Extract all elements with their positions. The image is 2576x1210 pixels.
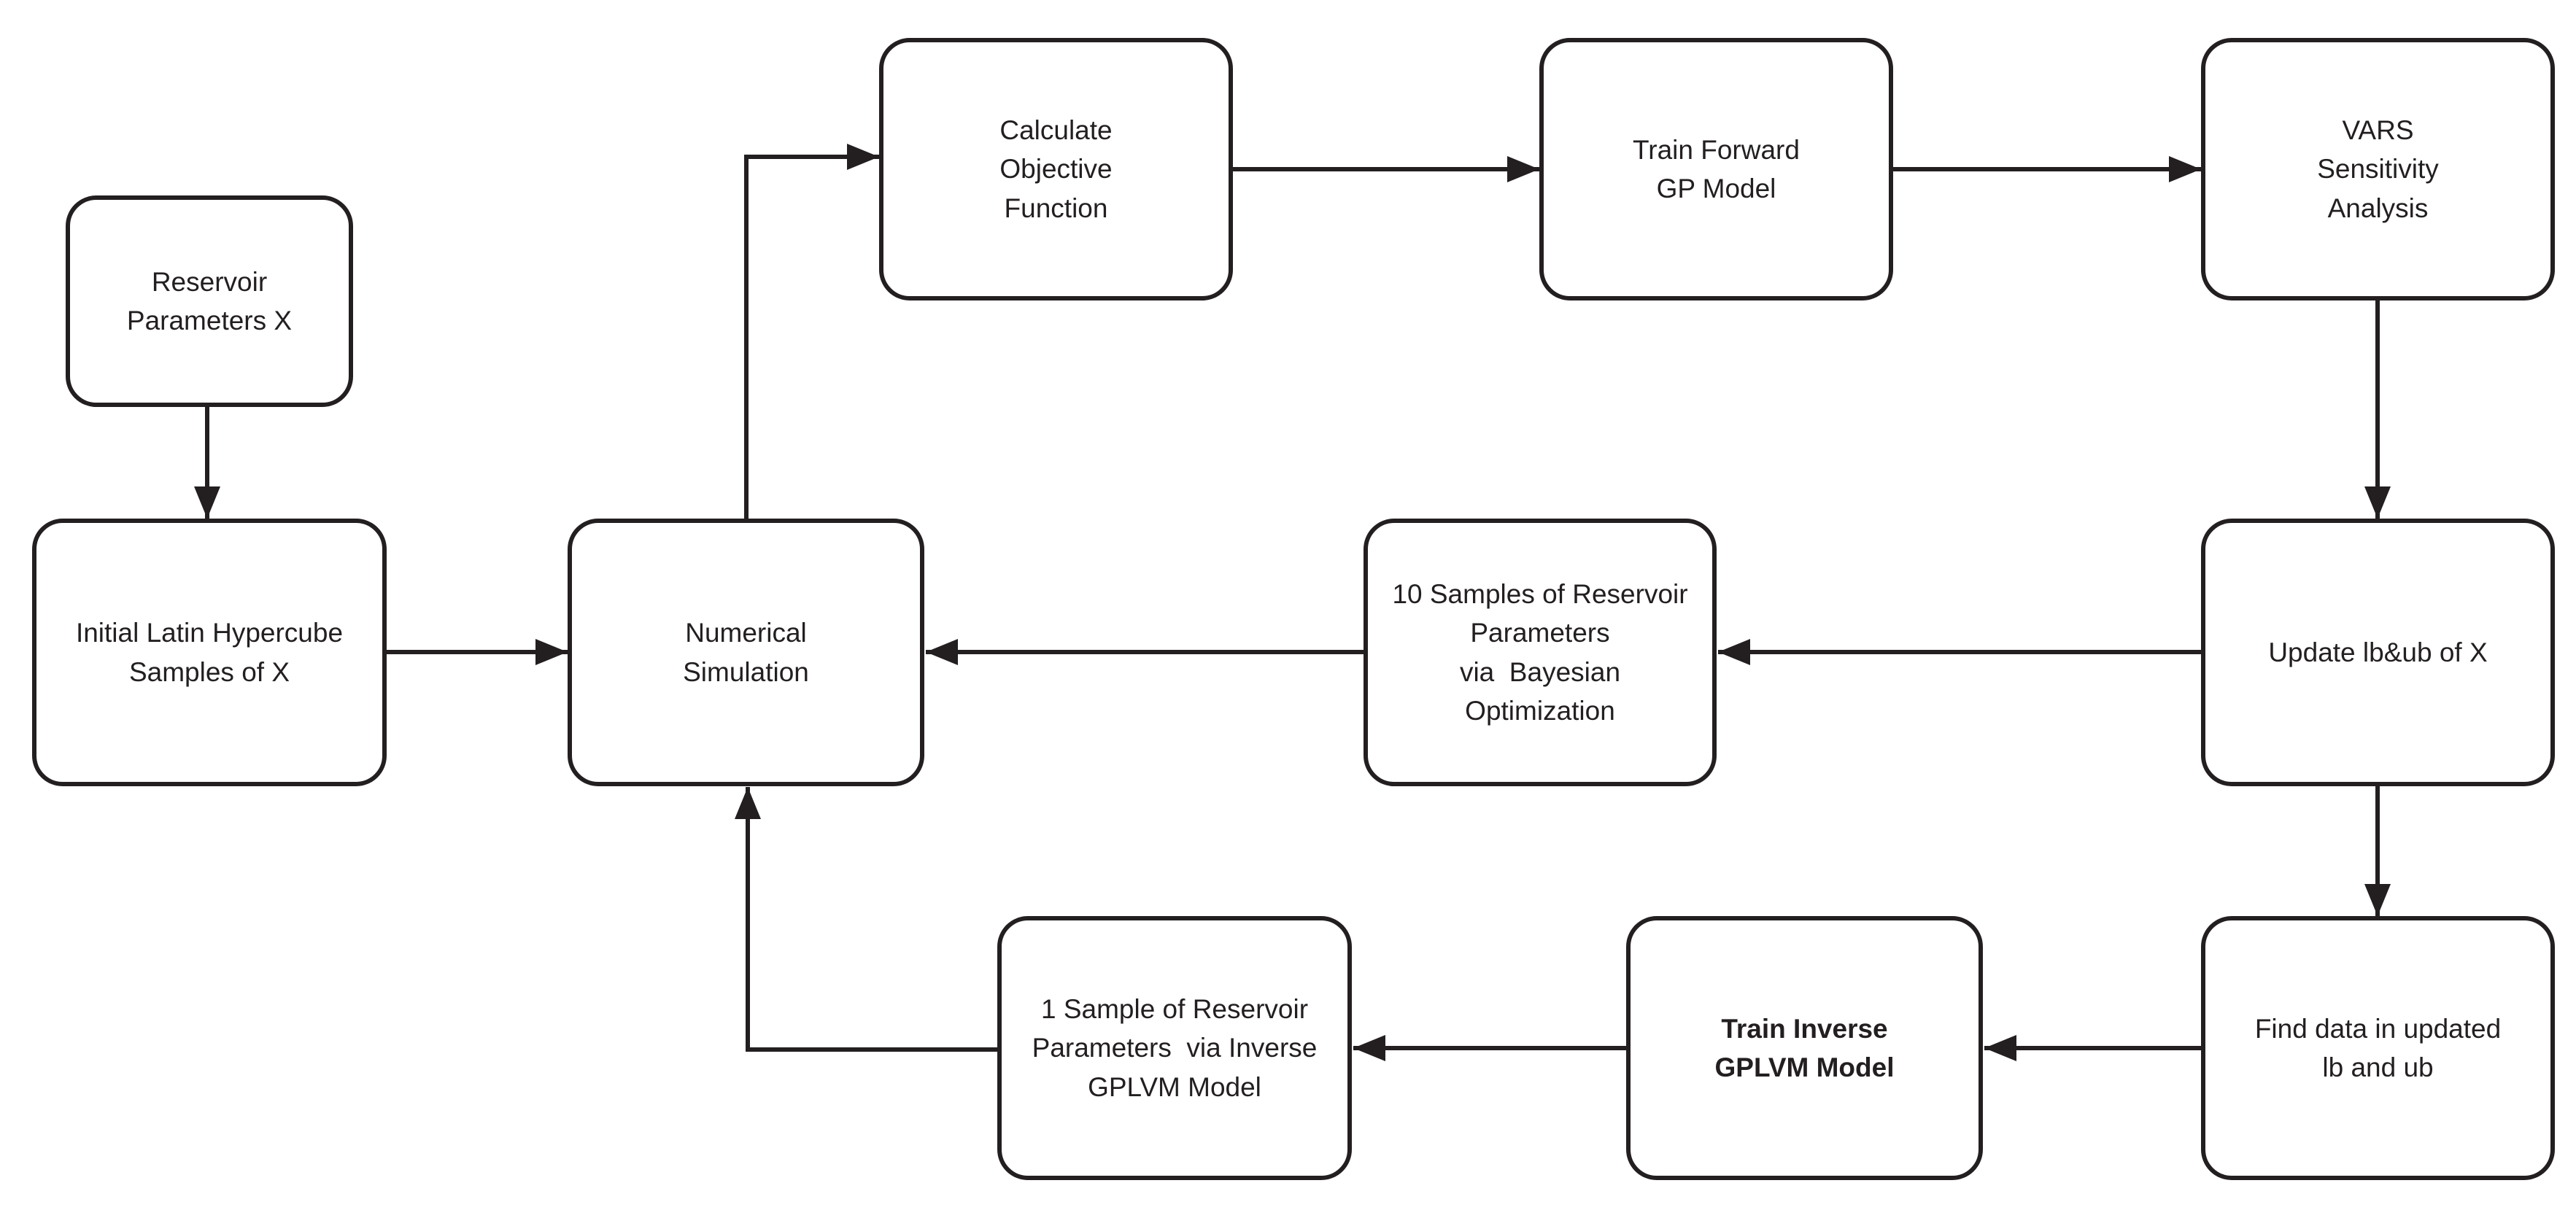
node-label-line: Calculate xyxy=(999,115,1113,146)
node-label-line: Function xyxy=(1004,193,1108,223)
node-initial-lhs-samples: Initial Latin Hypercube Samples of X xyxy=(32,519,387,786)
node-label-line: GP Model xyxy=(1656,174,1776,203)
node-label-line: Parameters xyxy=(1470,618,1610,648)
node-find-data-updated-bounds: Find data in updated lb and ub xyxy=(2201,916,2555,1180)
node-label-line: Sensitivity xyxy=(2317,154,2439,185)
node-label-line: 10 Samples of Reservoir xyxy=(1392,578,1688,609)
node-calculate-objective-function: Calculate Objective Function xyxy=(879,38,1233,300)
node-label-line: via Bayesian xyxy=(1459,656,1621,687)
node-label-line: Objective xyxy=(999,154,1113,185)
node-numerical-simulation: Numerical Simulation xyxy=(568,519,924,786)
node-label-line: Numerical xyxy=(685,618,807,648)
node-label-line: Reservoir xyxy=(151,266,268,297)
node-train-inverse-gplvm: Train Inverse GPLVM Model xyxy=(1626,916,1983,1180)
node-update-lb-ub: Update lb&ub of X xyxy=(2201,519,2555,786)
node-label-line: lb and ub xyxy=(2322,1052,2434,1082)
arrow-numerical-simulation-to-calculate-objective xyxy=(744,144,879,520)
node-label-line: Optimization xyxy=(1465,695,1615,726)
node-1-sample-inverse-gplvm: 1 Sample of Reservoir Parameters via Inv… xyxy=(997,916,1352,1180)
node-label-line: Parameters via Inverse xyxy=(1032,1033,1318,1063)
node-label-line: Update lb&ub of X xyxy=(2268,637,2488,667)
node-label-line: Find data in updated xyxy=(2254,1013,2502,1044)
node-label-line: Samples of X xyxy=(128,656,290,687)
arrow-1-sample-to-numerical-simulation xyxy=(735,787,997,1052)
node-label-line: 1 Sample of Reservoir xyxy=(1040,994,1309,1025)
node-label-line: Initial Latin Hypercube xyxy=(75,618,344,648)
node-vars-sensitivity-analysis: VARS Sensitivity Analysis xyxy=(2201,38,2555,300)
node-label-line: Train Inverse xyxy=(1721,1013,1888,1044)
node-label-line: Train Forward xyxy=(1633,134,1800,165)
node-train-forward-gp-model: Train Forward GP Model xyxy=(1539,38,1893,300)
node-label-line: Analysis xyxy=(2327,193,2429,223)
node-10-samples-bayesian: 10 Samples of Reservoir Parameters via B… xyxy=(1364,519,1717,786)
node-reservoir-parameters: Reservoir Parameters X xyxy=(66,195,353,407)
node-label-line: GPLVM Model xyxy=(1714,1052,1895,1082)
node-label-line: VARS xyxy=(2342,115,2414,146)
node-label-line: GPLVM Model xyxy=(1088,1071,1261,1102)
node-label-line: Parameters X xyxy=(126,306,293,336)
node-label-line: Simulation xyxy=(683,656,809,687)
